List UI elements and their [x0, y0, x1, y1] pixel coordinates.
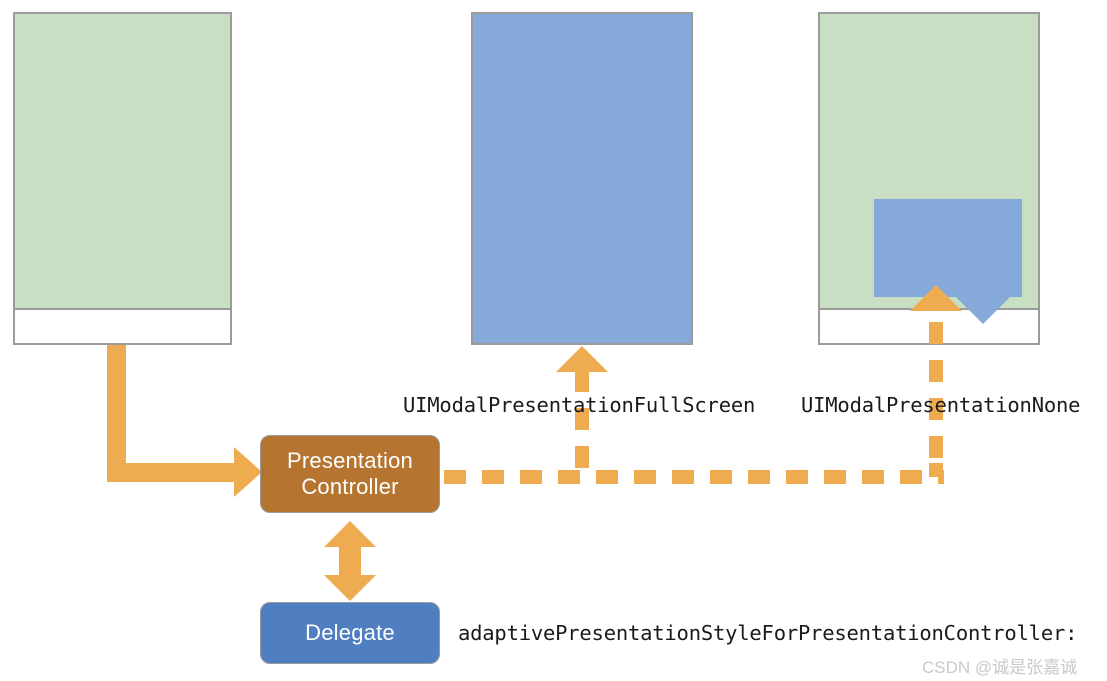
flow-arrow-horizontal-segment: [107, 463, 246, 482]
presentation-controller-label-line2: Controller: [301, 474, 399, 499]
delegate-label: Delegate: [305, 620, 395, 646]
popover-sheet: [874, 199, 1022, 297]
panel-source-body: [15, 14, 230, 308]
presentation-controller-label-line1: Presentation: [287, 448, 413, 474]
label-fullscreen-style: UIModalPresentationFullScreen: [403, 393, 756, 417]
panel-source-screen: [13, 12, 232, 345]
label-none-style: UIModalPresentationNone: [801, 393, 1081, 417]
dashed-bus-horizontal: [444, 470, 944, 484]
panel-fullscreen-body: [473, 14, 691, 343]
dashed-branch-popover-head-icon: [910, 285, 962, 311]
panel-source-bottom-bar: [15, 308, 230, 343]
presentation-controller-node[interactable]: Presentation Controller: [260, 435, 440, 513]
dashed-branch-popover: [929, 322, 943, 474]
delegate-link-head-up-icon: [324, 521, 376, 547]
popover-tail-icon: [956, 297, 1010, 324]
panel-fullscreen-screen: [471, 12, 693, 345]
delegate-link-shaft: [339, 546, 361, 575]
dashed-branch-fullscreen-head-icon: [556, 346, 608, 372]
panel-popover-screen: [818, 12, 1040, 345]
delegate-link-head-down-icon: [324, 575, 376, 601]
label-delegate-method: adaptivePresentationStyleForPresentation…: [458, 621, 1078, 645]
flow-arrow-head-icon: [234, 447, 262, 497]
dashed-bus-corner: [929, 463, 943, 477]
presentation-controller-label: Presentation Controller: [287, 448, 413, 500]
csdn-watermark: CSDN @诚是张嘉诚: [922, 658, 1078, 677]
delegate-node[interactable]: Delegate: [260, 602, 440, 664]
dashed-branch-fullscreen: [575, 370, 589, 474]
flow-arrow-vertical-segment: [107, 345, 126, 463]
